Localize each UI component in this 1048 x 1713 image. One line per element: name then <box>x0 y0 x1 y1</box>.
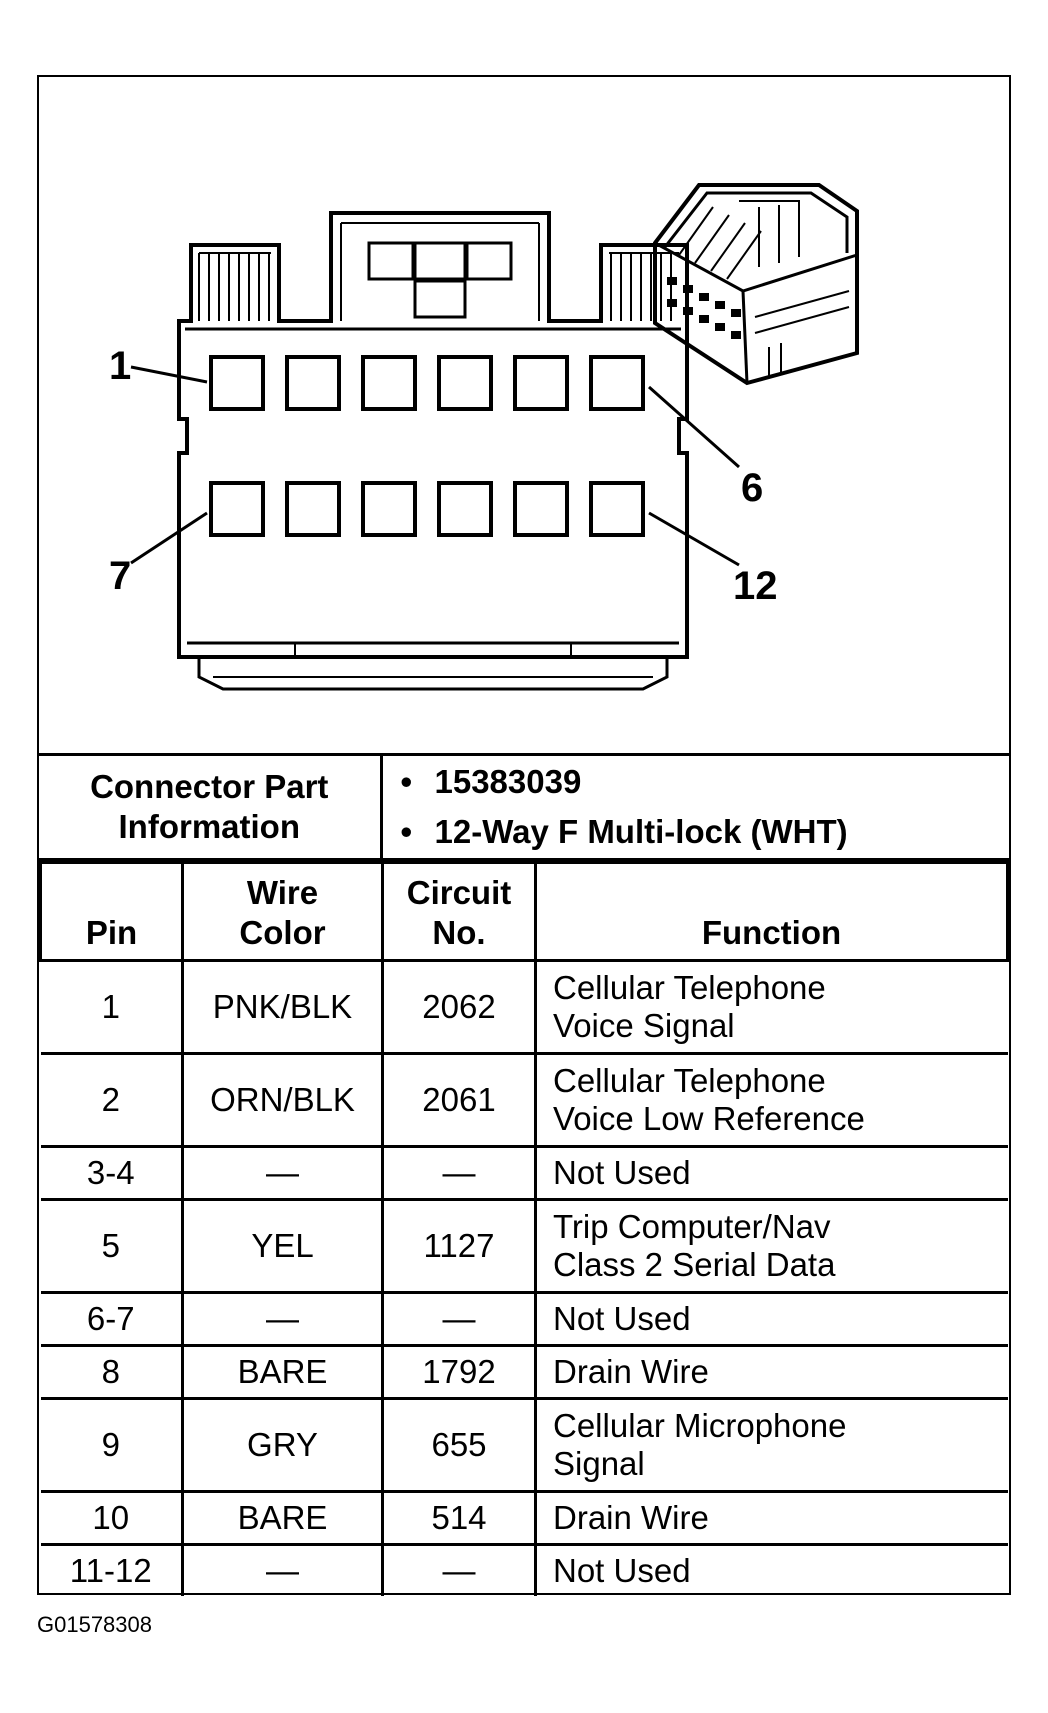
wire-color-cell: — <box>181 1291 384 1347</box>
circuit-cell: — <box>381 1145 537 1201</box>
cavity-row-top <box>209 355 645 411</box>
wire-color-cell: — <box>181 1543 384 1596</box>
wire-color-cell: GRY <box>181 1397 384 1493</box>
pin-cell: 8 <box>40 1344 184 1400</box>
table-row: 6-7 — — Not Used <box>40 1291 1008 1347</box>
header-function: Function <box>534 861 1009 962</box>
pin-cell: 10 <box>40 1490 184 1546</box>
wire-color-cell: BARE <box>181 1344 384 1400</box>
connector-info-values: 15383039 12-Way F Multi-lock (WHT) <box>379 753 1009 861</box>
circuit-cell: 655 <box>381 1397 537 1493</box>
function-cell: Drain Wire <box>534 1490 1008 1546</box>
pin-cell: 3-4 <box>40 1145 184 1201</box>
table-row: 10 BARE 514 Drain Wire <box>40 1490 1008 1546</box>
pin-cell: 6-7 <box>40 1291 184 1347</box>
connector-type: 12-Way F Multi-lock (WHT) <box>401 807 1009 857</box>
part-number: 15383039 <box>401 757 1009 807</box>
connector-info-label: Connector Part Information <box>39 753 383 861</box>
function-cell: Not Used <box>534 1543 1008 1596</box>
header-pin: Pin <box>39 861 184 962</box>
cavity-row-bottom <box>209 481 645 537</box>
wire-color-cell: ORN/BLK <box>181 1052 384 1148</box>
circuit-cell: — <box>381 1291 537 1347</box>
pin-cell: 1 <box>40 959 184 1055</box>
function-cell: Drain Wire <box>534 1344 1008 1400</box>
connector-isometric-view <box>653 183 859 386</box>
circuit-cell: 2062 <box>381 959 537 1055</box>
pin-cell: 11-12 <box>40 1543 184 1596</box>
pin-cell: 5 <box>40 1198 184 1294</box>
table-row: 11-12 — — Not Used <box>40 1543 1008 1596</box>
figure-frame: 1 6 7 12 <box>37 75 1011 1596</box>
circuit-cell: 1792 <box>381 1344 537 1400</box>
table-row: 8 BARE 1792 Drain Wire <box>40 1344 1008 1400</box>
circuit-cell: — <box>381 1543 537 1596</box>
connector-part-info: Connector Part Information 15383039 12-W… <box>39 753 1009 861</box>
callout-6: 6 <box>741 466 763 510</box>
function-cell: Not Used <box>534 1291 1008 1347</box>
callout-1: 1 <box>109 344 131 388</box>
figure-id: G01578308 <box>37 1612 152 1637</box>
callout-7: 7 <box>109 554 131 598</box>
wire-color-cell: BARE <box>181 1490 384 1546</box>
connector-face <box>177 211 689 691</box>
wire-color-cell: PNK/BLK <box>181 959 384 1055</box>
callout-12: 12 <box>733 564 778 608</box>
function-cell: Not Used <box>534 1145 1008 1201</box>
pin-cell: 9 <box>40 1397 184 1493</box>
pin-cell: 2 <box>40 1052 184 1148</box>
circuit-cell: 1127 <box>381 1198 537 1294</box>
circuit-cell: 514 <box>381 1490 537 1546</box>
circuit-cell: 2061 <box>381 1052 537 1148</box>
callout-leaders <box>130 365 740 567</box>
wire-color-cell: YEL <box>181 1198 384 1294</box>
connector-diagram: 1 6 7 12 <box>109 183 859 691</box>
table-row: 3-4 — — Not Used <box>40 1145 1008 1201</box>
wire-color-cell: — <box>181 1145 384 1201</box>
